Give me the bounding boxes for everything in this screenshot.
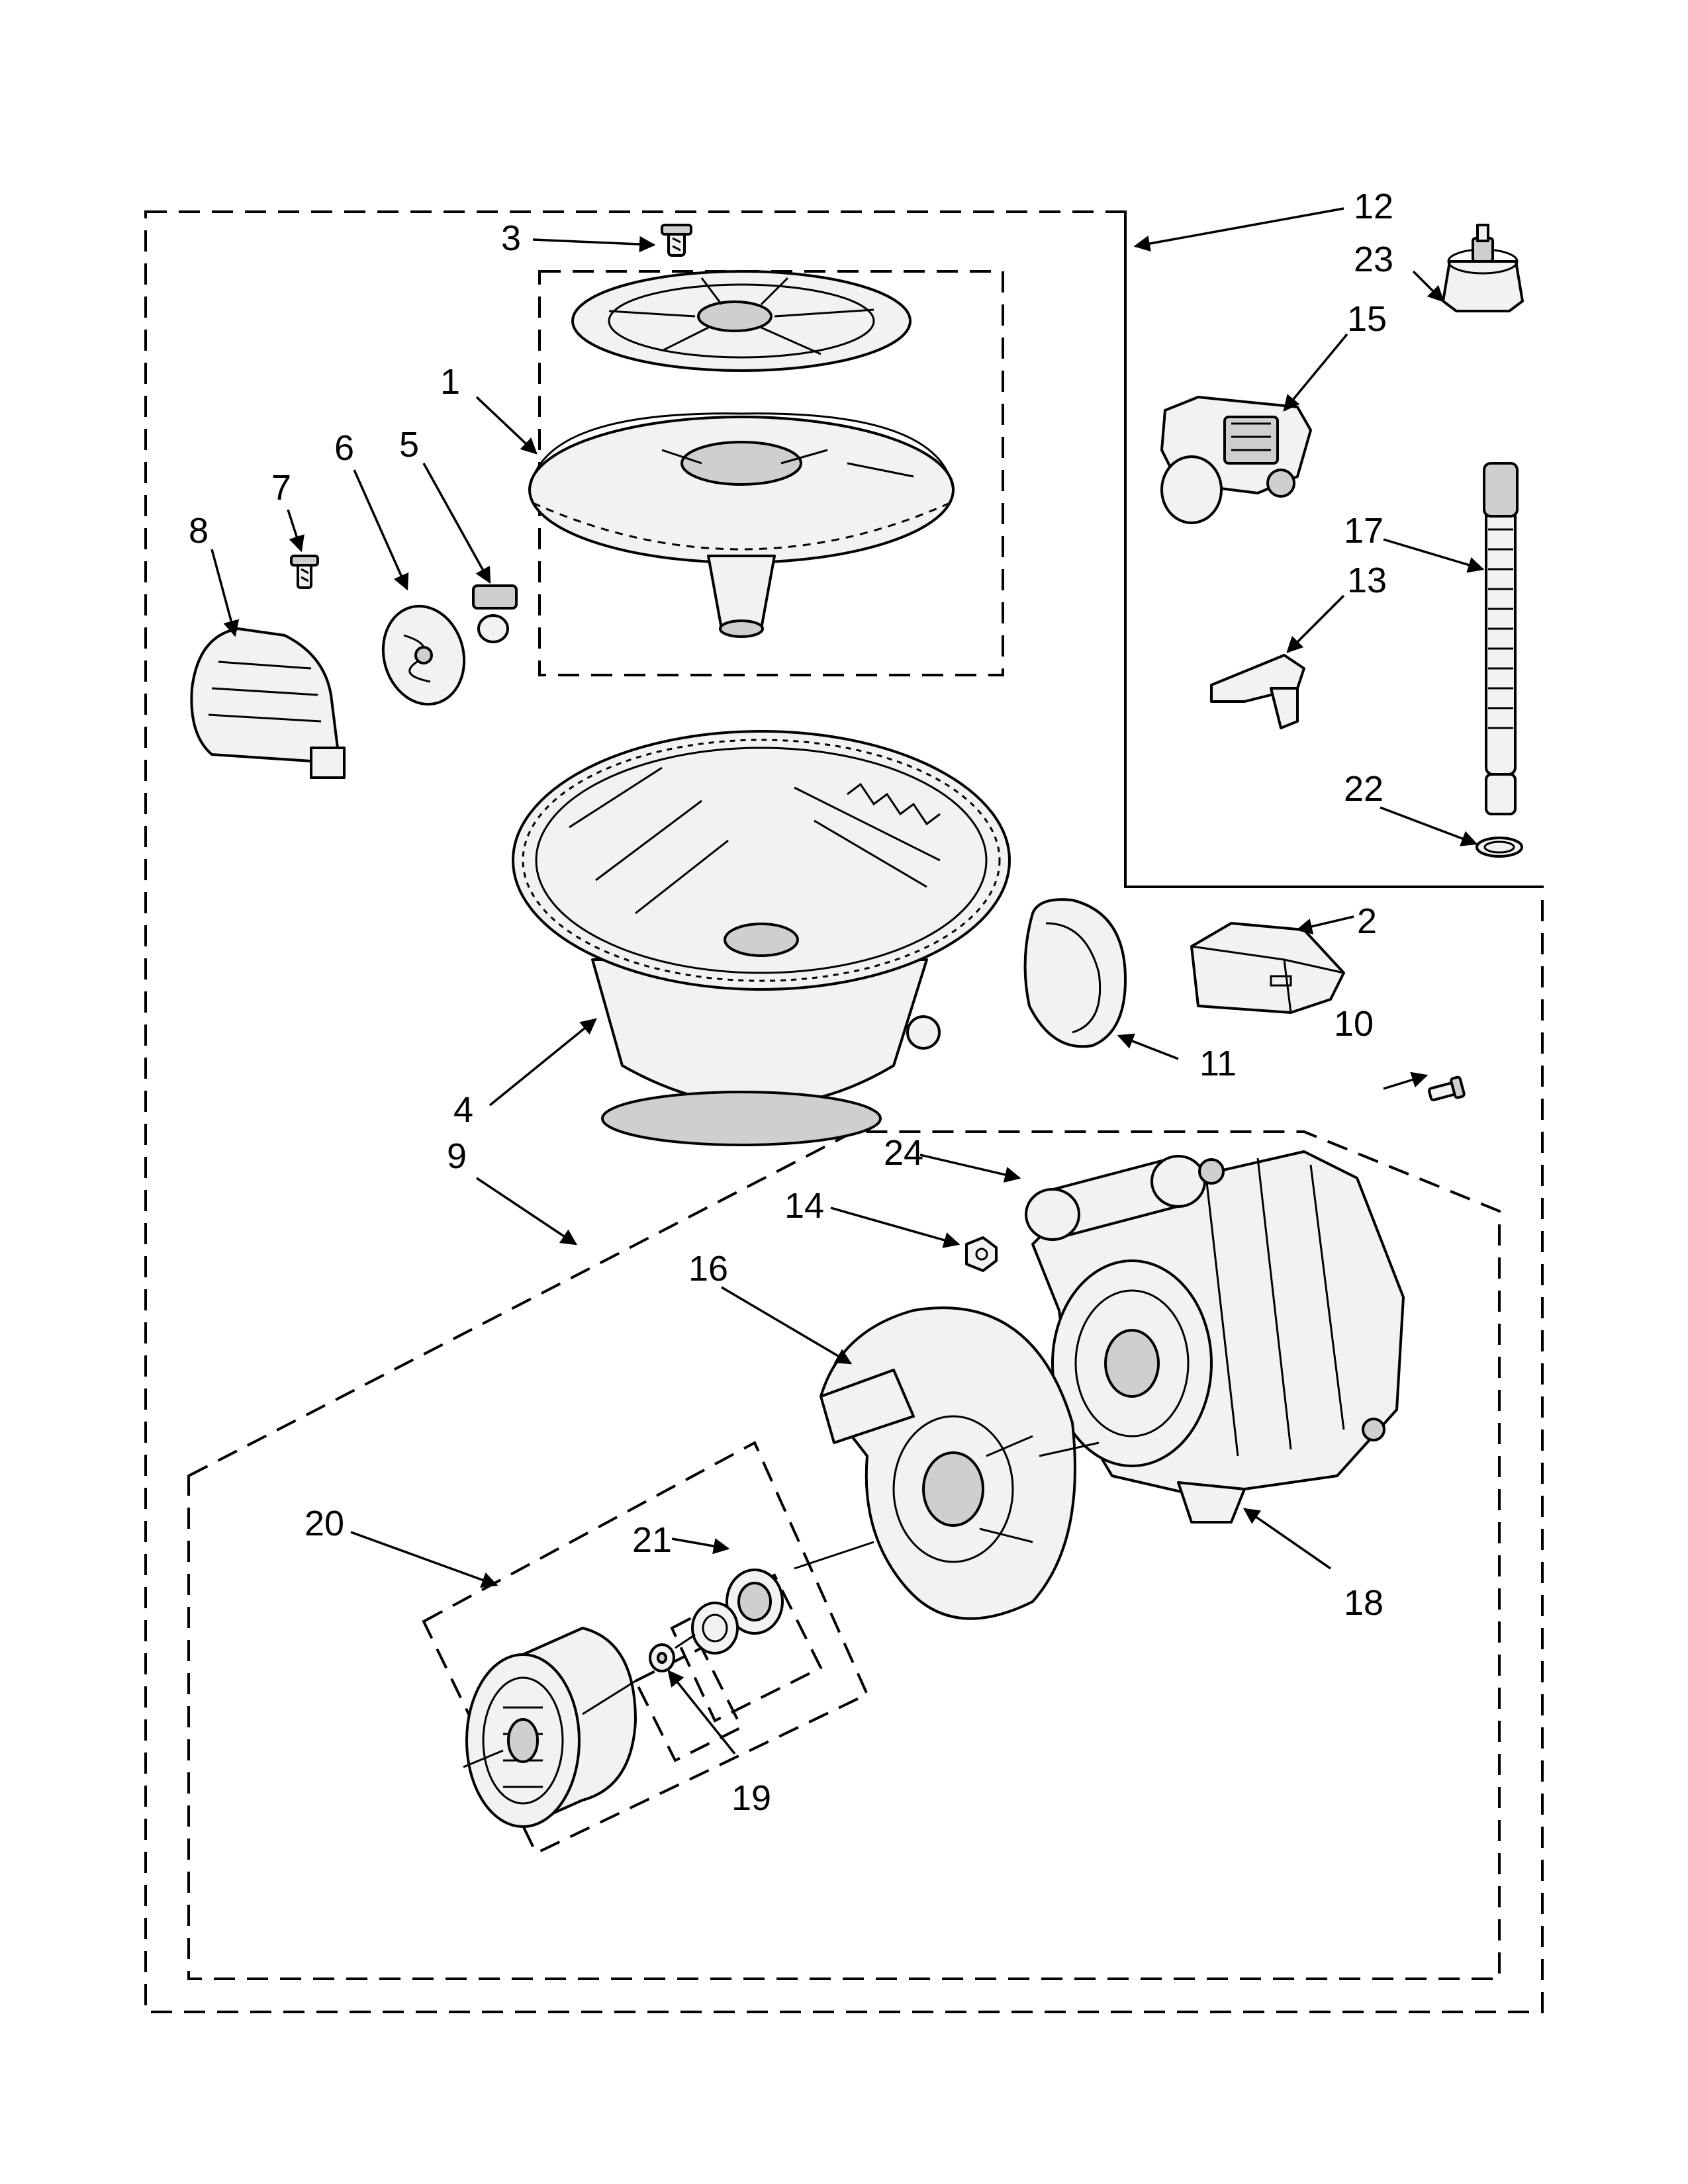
callout-23: 23 — [1354, 240, 1393, 279]
callout-14: 14 — [784, 1186, 824, 1226]
check-valve — [1442, 224, 1524, 312]
callout-8: 8 — [189, 511, 209, 551]
callout-19: 19 — [731, 1778, 771, 1818]
callout-7: 7 — [271, 468, 291, 508]
cover-screw — [1427, 1075, 1466, 1102]
callout-15: 15 — [1347, 299, 1387, 339]
seal-washer — [649, 1643, 675, 1672]
callout-2: 2 — [1357, 901, 1377, 941]
chopper-tube — [472, 584, 518, 643]
callout-17: 17 — [1344, 511, 1383, 551]
callout-11: 11 — [1199, 1044, 1237, 1083]
pump-housing — [820, 1306, 1076, 1620]
callout-12: 12 — [1354, 187, 1393, 226]
callout-22: 22 — [1344, 769, 1383, 809]
hex-nut — [965, 1236, 998, 1272]
chopper-blade — [381, 604, 466, 706]
circulation-motor — [1031, 1150, 1405, 1524]
filter-screw — [661, 224, 692, 257]
callout-21: 21 — [632, 1520, 672, 1560]
filter-assembly — [528, 270, 955, 638]
drain-hose — [1483, 462, 1519, 815]
callout-9: 9 — [447, 1136, 467, 1176]
outline-seal-inner — [633, 1646, 743, 1762]
hose-bracket — [1210, 654, 1305, 729]
callout-13: 13 — [1347, 561, 1387, 600]
pump-seal — [691, 1569, 784, 1655]
leaders — [211, 207, 1485, 1755]
callout-18: 18 — [1344, 1583, 1383, 1623]
chopper-housing — [190, 627, 346, 779]
hose-clamp — [1476, 837, 1523, 858]
callout-1: 1 — [440, 362, 460, 402]
sump-cover — [1190, 922, 1345, 1014]
callout-16: 16 — [688, 1249, 728, 1289]
impeller — [465, 1627, 637, 1828]
callout-10: 10 — [1334, 1004, 1374, 1044]
callout-6: 6 — [334, 428, 354, 468]
outline-accessory-parts — [1124, 212, 1542, 888]
callout-4: 4 — [453, 1090, 473, 1130]
callout-3: 3 — [501, 218, 521, 258]
sump-assembly — [512, 730, 1011, 1146]
motor-capacitor — [1025, 1155, 1225, 1241]
callout-5: 5 — [399, 425, 419, 465]
sump-gasket — [1023, 898, 1127, 1048]
callout-20: 20 — [305, 1504, 344, 1543]
explode-axis-motor — [794, 1441, 1100, 1570]
explode-axis-impeller — [463, 1633, 696, 1768]
drain-pump — [1160, 396, 1312, 524]
callout-24: 24 — [884, 1133, 923, 1173]
chopper-screw — [290, 555, 319, 589]
outline-filter-assembly — [538, 270, 1004, 676]
